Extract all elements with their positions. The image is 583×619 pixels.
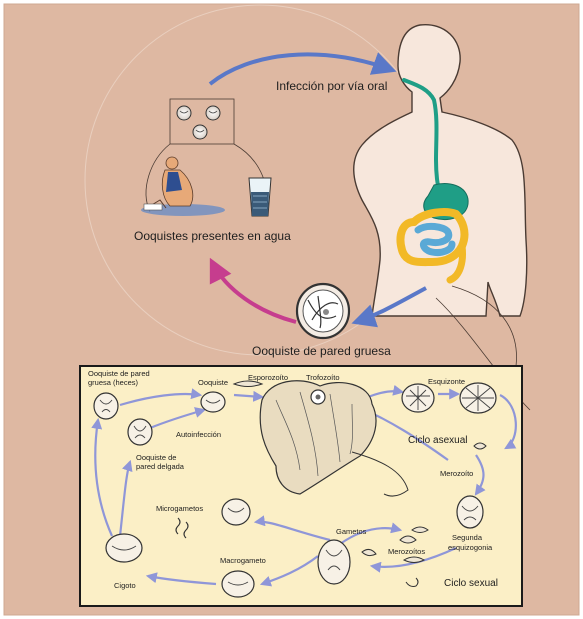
zygote-icon	[106, 534, 142, 562]
label-sexual-cycle: Ciclo sexual	[444, 578, 498, 589]
label-oocyst: Ooquiste	[198, 378, 228, 387]
water-label: Ooquistes presentes en agua	[134, 229, 291, 243]
label-gametes: Gametos	[336, 527, 367, 536]
label-autoinfection: Autoinfección	[176, 430, 221, 439]
second-schizogony-icon	[457, 496, 483, 528]
thick-walled-oocyst-icon	[297, 284, 349, 338]
label-schizont: Esquizonte	[428, 377, 465, 386]
label-zygote: Cigoto	[114, 581, 136, 590]
infection-label: Infección por vía oral	[276, 79, 387, 93]
oocyst-label: Ooquiste de pared gruesa	[252, 344, 391, 358]
label-trophozoite: Trofozoíto	[306, 373, 340, 382]
thick-oocyst-feces-icon	[94, 393, 118, 419]
label-oocyst-thin: Ooquiste de pared delgada	[136, 453, 185, 471]
label-macrogamete: Macrogameto	[220, 556, 266, 565]
label-sporozoite: Esporozoíto	[248, 373, 288, 382]
thin-oocyst-icon	[128, 419, 152, 445]
oocyst-inset-icon	[201, 392, 225, 412]
label-merozoites: Merozoítos	[388, 547, 425, 556]
gamete-cell-icon	[318, 540, 350, 584]
label-microgametes: Microgametos	[156, 504, 203, 513]
macrogamete-icon	[222, 571, 254, 597]
label-merozoite: Merozoíto	[440, 469, 473, 478]
water-glass-icon	[249, 178, 271, 216]
label-asexual-cycle: Ciclo asexual	[408, 435, 467, 446]
